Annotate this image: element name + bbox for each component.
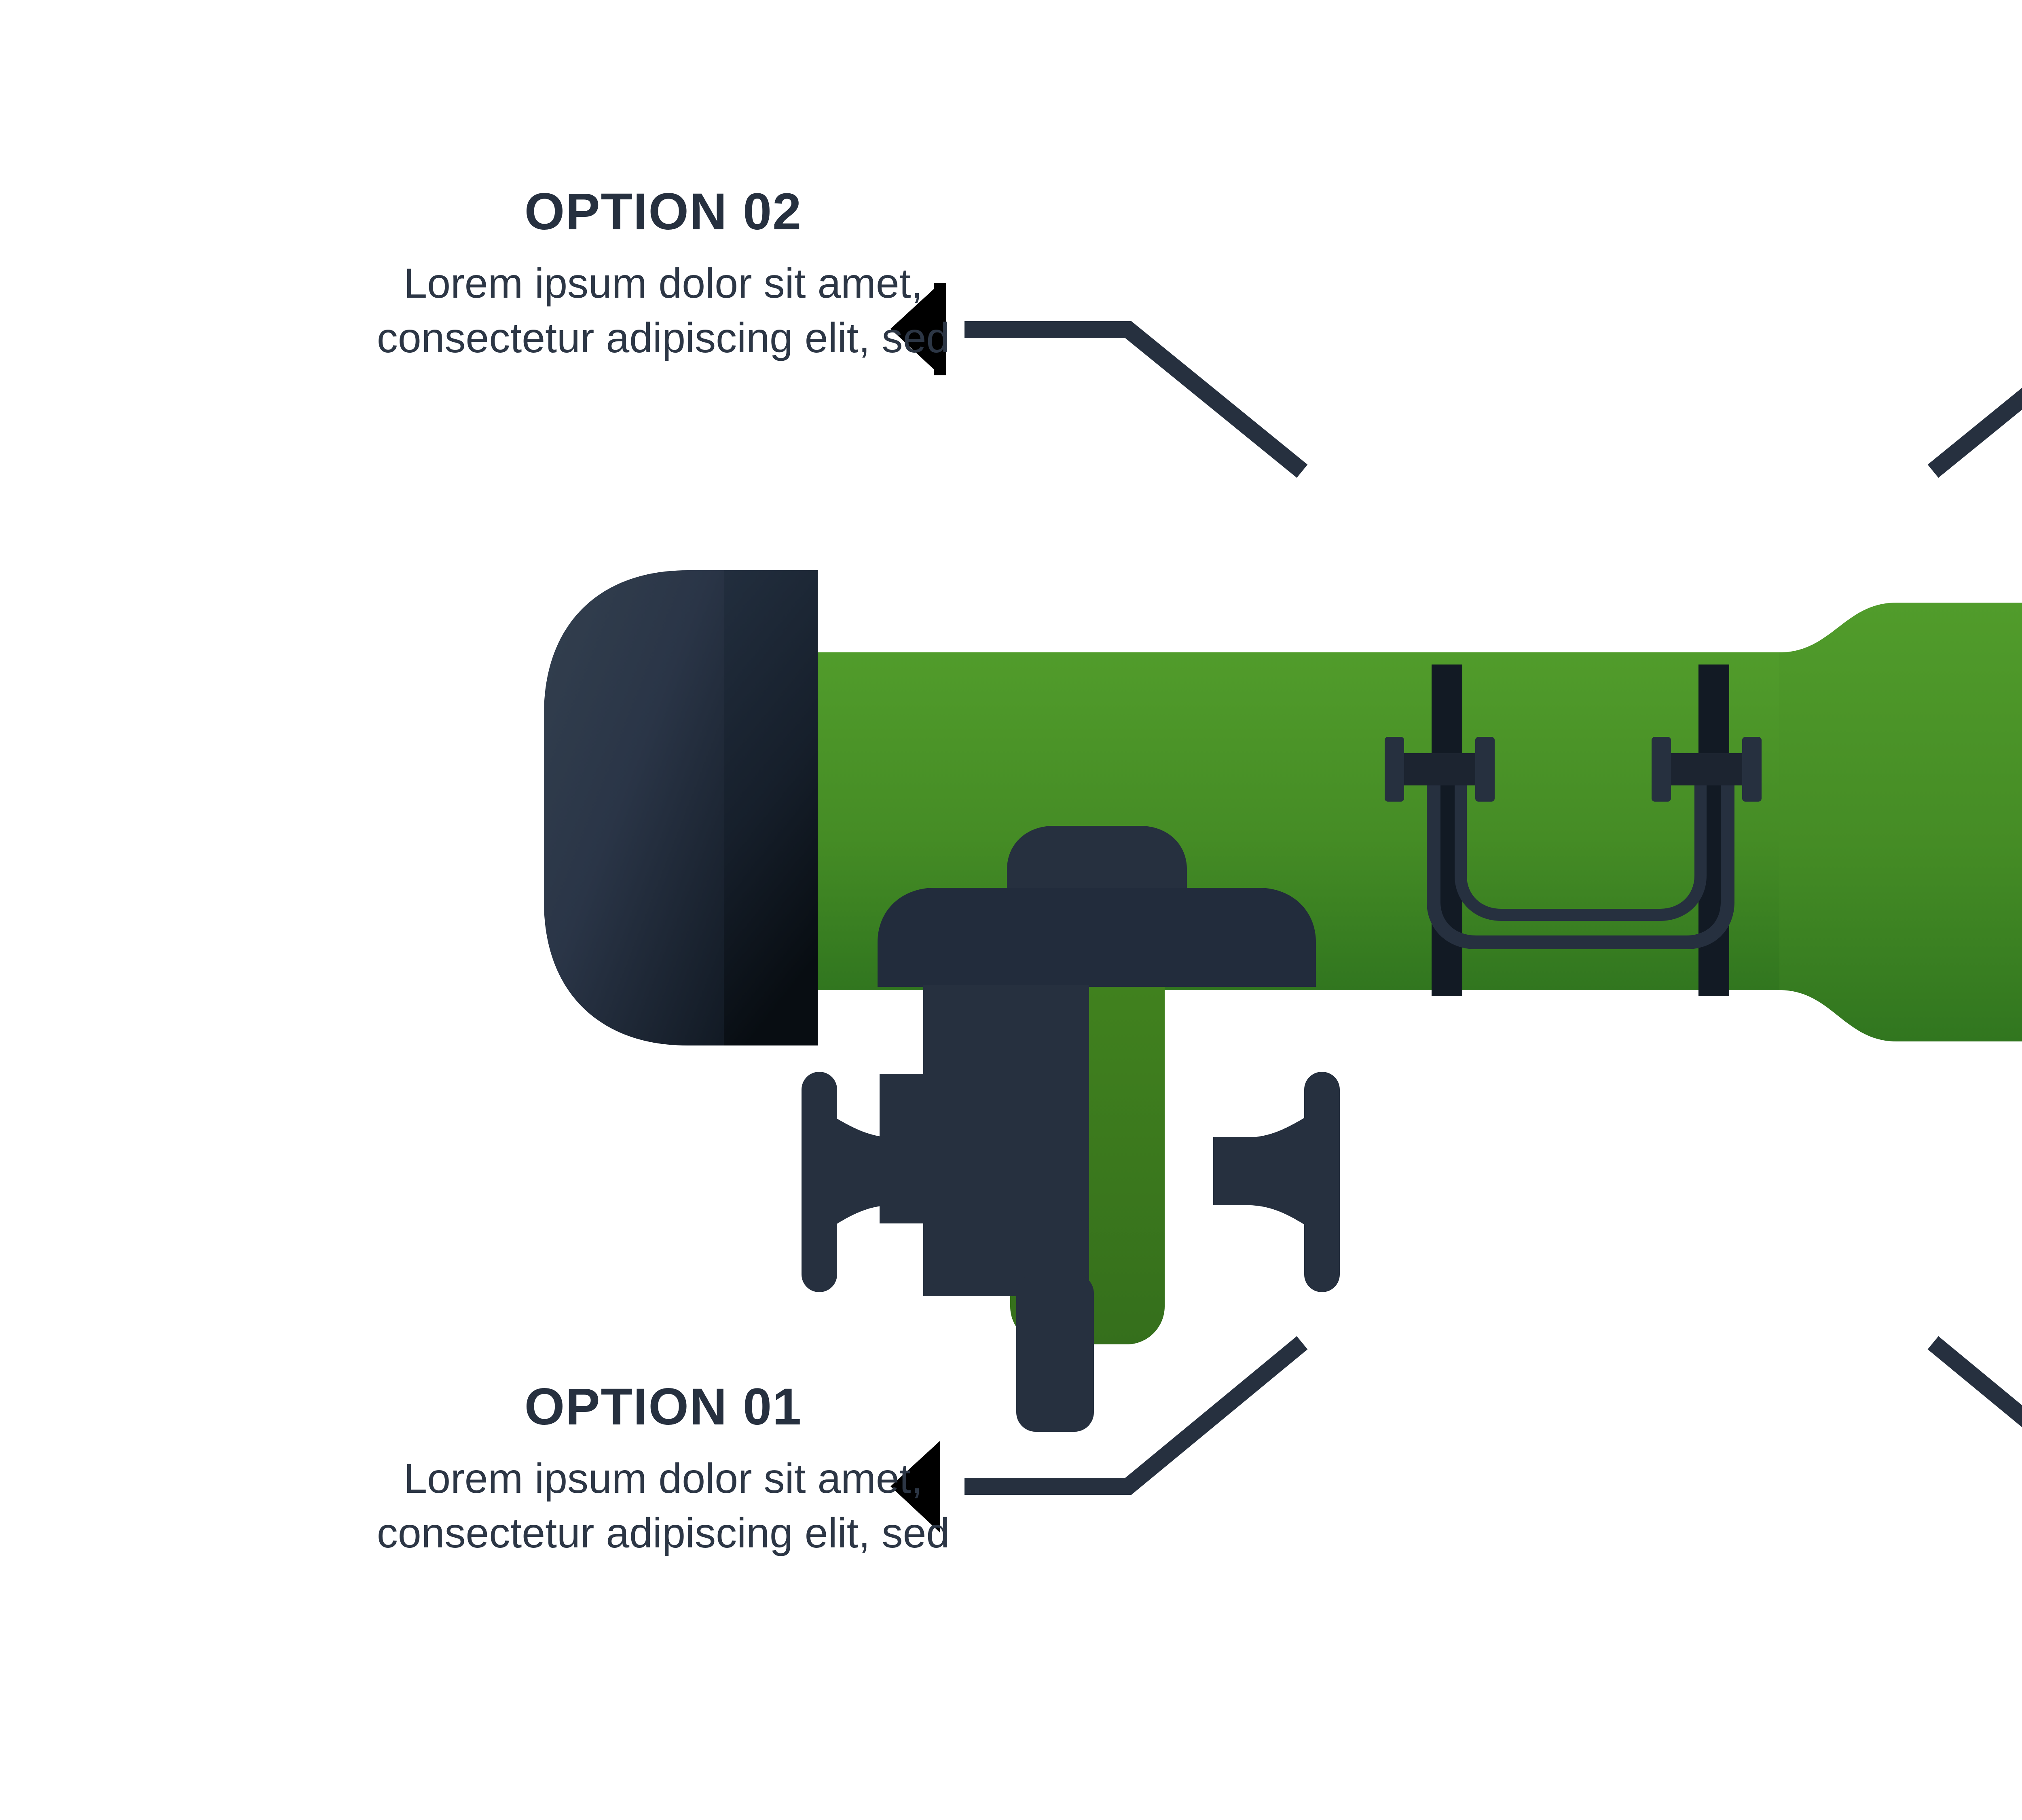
option-block-02[interactable]: OPTION 02 Lorem ipsum dolor sit amet, co…	[307, 186, 1019, 366]
clamp-bolt-right-cap	[1742, 737, 1762, 802]
option-02-description: Lorem ipsum dolor sit amet, consectetur …	[376, 260, 950, 362]
pipe-clamp-bracket	[1385, 665, 1762, 996]
valve-body-neck	[923, 1217, 1089, 1286]
left-end-cap	[544, 570, 818, 1045]
valve-bolt-right-endcap	[1304, 1072, 1340, 1292]
valve-bottom-stem	[1016, 1274, 1094, 1432]
option-01-title: OPTION 01	[524, 1378, 802, 1436]
left-end-cap-rounded-face	[544, 570, 728, 1045]
option-02-title: OPTION 02	[524, 183, 802, 241]
connector-option-01-line	[964, 1336, 1308, 1495]
connector-option-01	[890, 1336, 1308, 1533]
connector-option-03	[1927, 387, 2022, 478]
clamp-u-bracket-inner	[1455, 781, 1707, 921]
clamp-bolt-left-shank	[1389, 753, 1490, 785]
valve-assembly	[802, 826, 1340, 1432]
connector-option-02-arrow-tip	[890, 283, 940, 375]
connector-option-04-line	[1927, 1336, 2022, 1427]
valve-bolt-left-shaft	[833, 1116, 926, 1226]
clamp-bolt-left-head	[1385, 737, 1404, 802]
connector-option-04	[1927, 1336, 2022, 1427]
connector-option-01-arrow-tip	[890, 1441, 940, 1533]
valve-flange	[878, 888, 1316, 987]
connector-option-02	[890, 283, 1308, 478]
clamp-bolt-right-shank	[1656, 753, 1758, 785]
connector-option-02-line	[964, 321, 1308, 478]
clamp-bolt-left-cap	[1475, 737, 1495, 802]
pipe-body-right-barrel	[1779, 603, 2022, 1041]
valve-top-knob	[1007, 826, 1187, 890]
valve-bolt-left-endcap	[802, 1072, 837, 1292]
clamp-u-bracket-outer	[1427, 781, 1734, 949]
connector-option-03-line	[1927, 387, 2022, 478]
clamp-bolt-right-head	[1652, 737, 1671, 802]
option-01-description: Lorem ipsum dolor sit amet, consectetur …	[376, 1455, 950, 1557]
left-end-cap-body	[724, 570, 818, 1045]
valve-bolt-right-shaft	[1213, 1116, 1307, 1226]
option-block-01[interactable]: OPTION 01 Lorem ipsum dolor sit amet, co…	[307, 1381, 1019, 1561]
